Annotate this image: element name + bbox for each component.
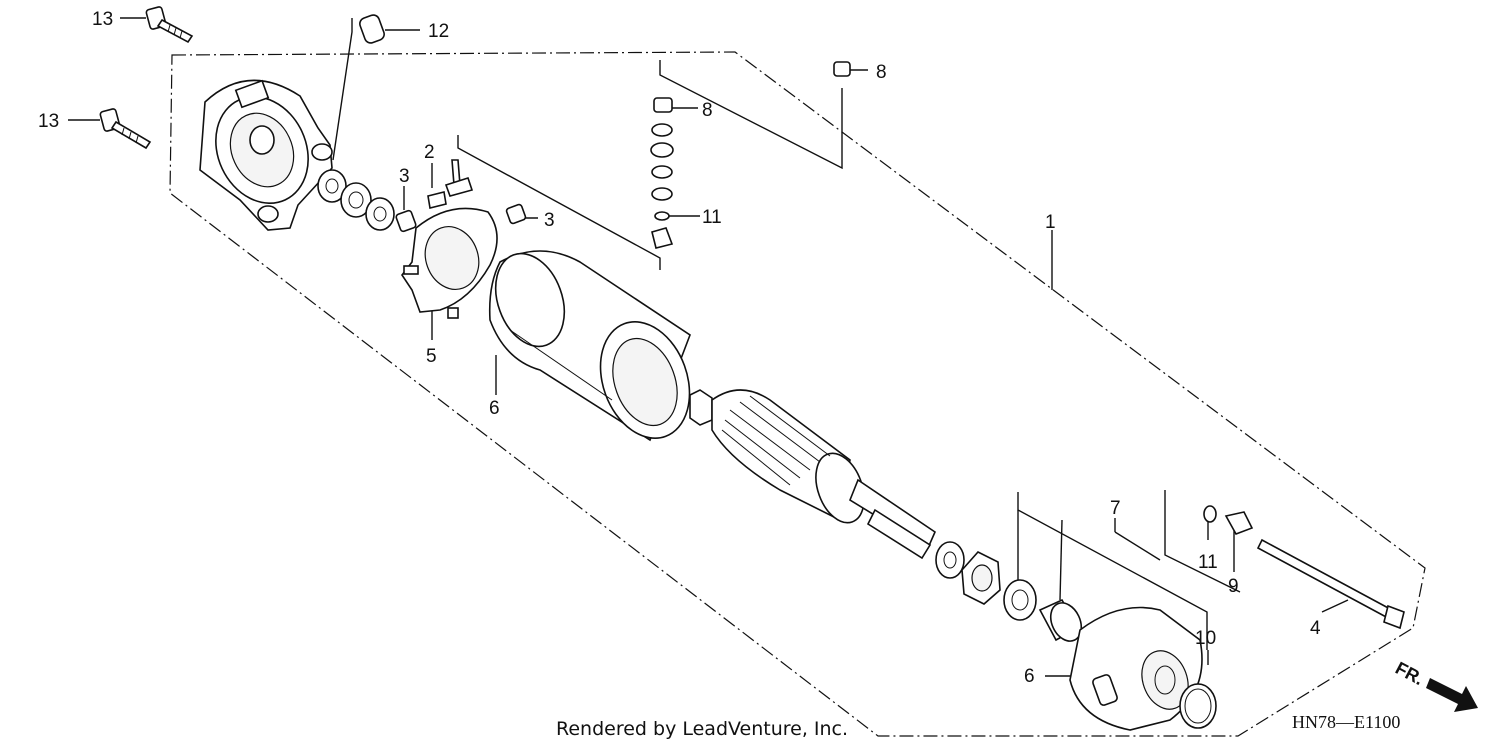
bearing — [1003, 579, 1037, 621]
assembly-boundary — [169, 51, 1426, 737]
front-direction-arrow — [1426, 678, 1478, 712]
callout-4: 4 — [1310, 618, 1321, 639]
o-ring — [1179, 683, 1217, 729]
yoke-housing — [488, 250, 691, 442]
front-cover — [1069, 606, 1203, 731]
front-marker: FR. — [1392, 658, 1427, 689]
brush-left — [395, 209, 417, 233]
callout-13-top: 13 — [92, 9, 113, 30]
callout-11-right: 11 — [1198, 552, 1218, 573]
bolt-upper — [145, 6, 194, 44]
callout-7: 7 — [1110, 498, 1121, 519]
leader-lines — [68, 17, 1349, 677]
callout-3-left: 3 — [399, 166, 410, 187]
brush-holder — [401, 207, 498, 319]
callout-labels: 1 2 3 3 4 5 6 6 7 8 8 9 10 11 11 12 13 1… — [38, 9, 1321, 687]
callout-2: 2 — [424, 142, 435, 163]
through-bolt — [1256, 538, 1405, 630]
bolt-lower — [99, 108, 152, 150]
small-washer — [1203, 505, 1217, 523]
callout-5: 5 — [426, 346, 437, 367]
callout-6-yoke: 6 — [489, 398, 500, 419]
nut-stack — [650, 61, 851, 249]
credit-text: Rendered by LeadVenture, Inc. — [556, 718, 849, 740]
lock-plate — [961, 551, 1001, 605]
armature — [689, 389, 937, 560]
callout-12: 12 — [428, 21, 449, 42]
group-brackets — [332, 18, 1241, 650]
callout-1: 1 — [1045, 212, 1056, 233]
terminal-screw — [427, 159, 474, 209]
callout-10: 10 — [1195, 628, 1216, 649]
armature-washer — [935, 541, 965, 579]
callout-6-front: 6 — [1024, 666, 1035, 687]
brush-right — [505, 203, 527, 225]
callout-8-top: 8 — [876, 62, 887, 83]
terminal-plate — [1224, 511, 1254, 535]
rear-cover — [199, 79, 333, 231]
callout-3-right: 3 — [544, 210, 555, 231]
callout-11-stack: 11 — [702, 207, 722, 228]
callout-9: 9 — [1228, 576, 1239, 597]
diagram-code: HN78—E1100 — [1292, 712, 1401, 732]
oil-seal — [1038, 598, 1083, 642]
thrust-washers — [317, 169, 395, 231]
dowel-pin — [359, 14, 385, 44]
callout-8-stack: 8 — [702, 100, 713, 121]
callout-13-lower: 13 — [38, 111, 59, 132]
